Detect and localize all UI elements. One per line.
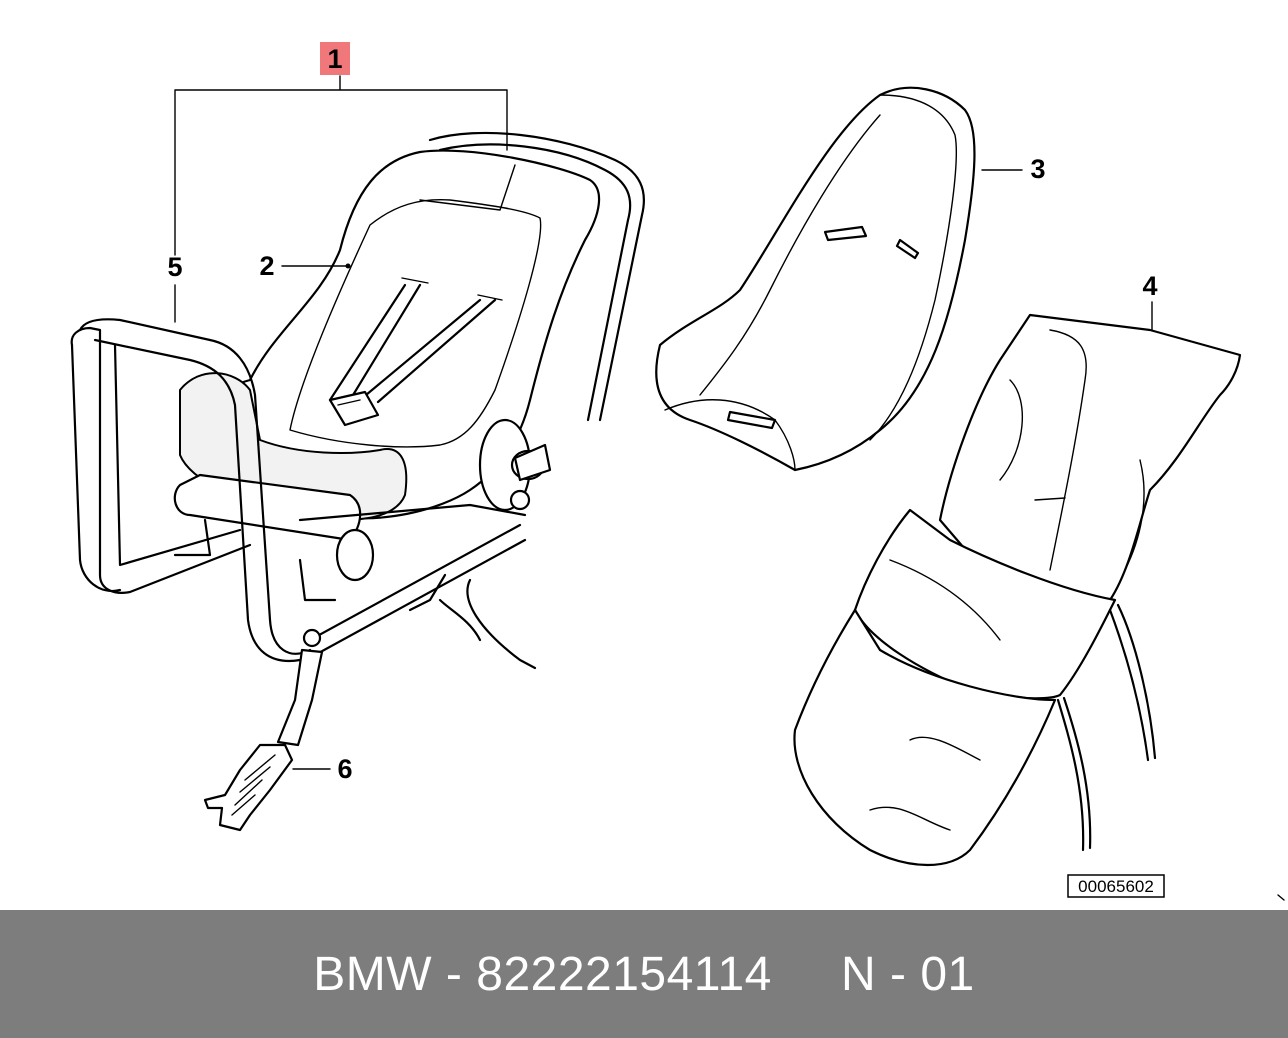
callout-3: 3 <box>981 154 1046 184</box>
callout-6: 6 <box>292 754 353 784</box>
callout-1-highlight <box>320 42 350 75</box>
callout-2-label: 2 <box>259 251 274 281</box>
footer-bar: BMW - 82222154114 N - 01 <box>0 910 1288 1038</box>
seat-cover <box>655 86 976 472</box>
part-number-caption: BMW - 82222154114 N - 01 <box>313 947 975 1001</box>
callout-5: 5 <box>167 252 183 323</box>
footmuff <box>793 313 1242 866</box>
parts-diagram: 1 2 3 4 5 6 00065 <box>70 42 1285 901</box>
callout-1: 1 <box>174 42 508 256</box>
callout-3-label: 3 <box>1030 154 1045 184</box>
callout-4-label: 4 <box>1142 271 1157 301</box>
callout-6-label: 6 <box>337 754 352 784</box>
child-seat-assembly <box>70 131 645 832</box>
callout-4: 4 <box>1142 271 1158 331</box>
callout-5-label: 5 <box>167 252 182 282</box>
callout-2: 2 <box>259 251 351 281</box>
reference-number: 00065602 <box>1078 877 1154 896</box>
reference-number-box: 00065602 <box>1067 874 1165 898</box>
callout-1-label: 1 <box>327 44 342 74</box>
